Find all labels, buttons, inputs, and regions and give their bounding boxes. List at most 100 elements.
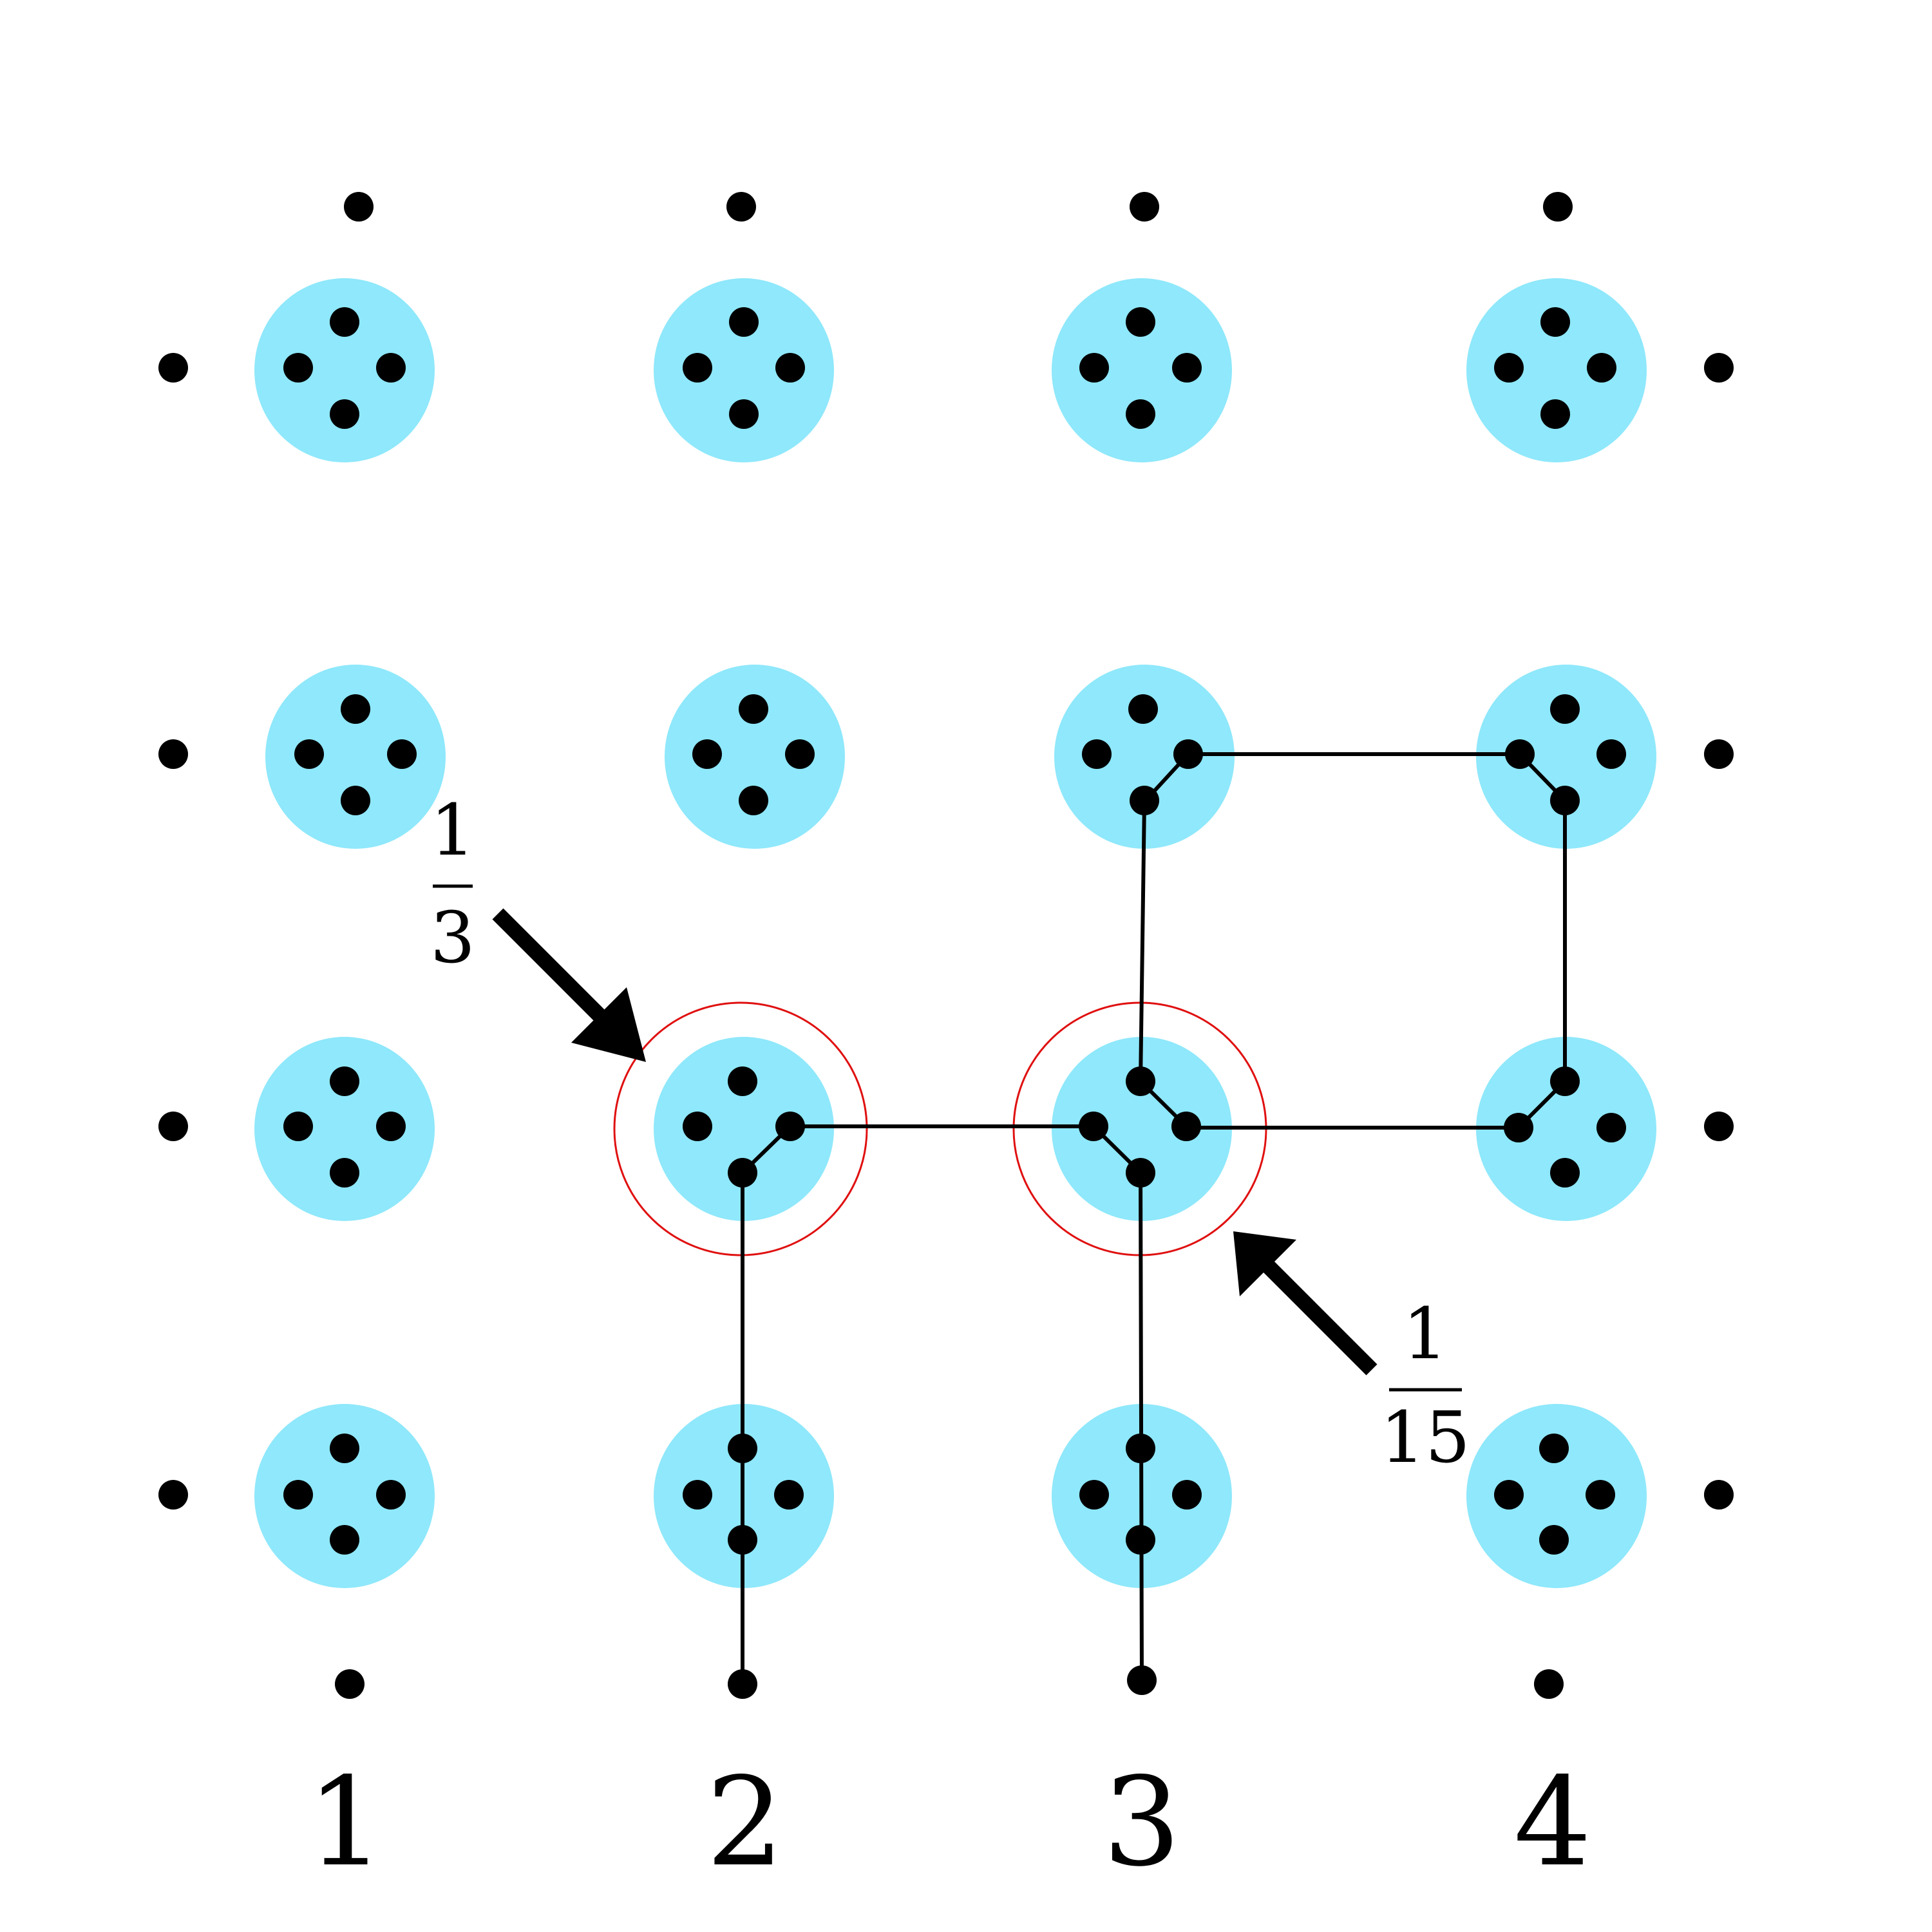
dot — [1704, 1112, 1734, 1141]
dot — [1505, 739, 1535, 769]
dot — [1596, 739, 1626, 769]
dot — [376, 1480, 406, 1510]
node-r3-c2 — [654, 1037, 834, 1221]
node-r4-c4 — [1466, 1404, 1647, 1588]
node-r2-c1 — [265, 665, 446, 849]
dot — [1130, 786, 1159, 815]
dot — [330, 307, 359, 337]
dot — [341, 786, 370, 815]
dot — [726, 192, 756, 222]
dot — [728, 1066, 757, 1096]
node-r3-c4 — [1476, 1037, 1656, 1221]
edge-c3-lower-vertical — [1139, 1171, 1144, 1682]
dot — [1550, 786, 1580, 815]
dot — [1126, 399, 1155, 429]
node-r1-c3 — [1052, 278, 1232, 462]
dot — [1172, 353, 1202, 383]
dot — [683, 1480, 712, 1510]
dot — [1130, 192, 1159, 222]
dot — [1126, 1158, 1155, 1188]
dot — [283, 1480, 313, 1510]
arrow-head — [571, 987, 646, 1062]
dot — [344, 192, 374, 222]
dot — [158, 739, 188, 769]
dot — [728, 1434, 757, 1463]
dot — [774, 1480, 804, 1510]
dot — [683, 353, 712, 383]
dot — [1128, 694, 1158, 724]
dot — [1587, 353, 1616, 383]
dot — [1127, 1665, 1157, 1695]
dot — [330, 1158, 359, 1188]
dot — [775, 1112, 805, 1141]
arrow-left-annotation — [492, 908, 646, 1062]
dot — [294, 739, 324, 769]
dot — [1079, 1112, 1108, 1141]
dot — [692, 739, 722, 769]
dot — [330, 1434, 359, 1463]
dot — [283, 353, 313, 383]
node-r2-c3 — [1054, 665, 1235, 849]
dot — [1596, 1113, 1626, 1142]
dot — [1704, 739, 1734, 769]
fraction-right: 1 15 — [1380, 1293, 1470, 1479]
arrow-shaft — [492, 908, 616, 1032]
node-r2-c2 — [665, 665, 845, 849]
dot — [1494, 1480, 1524, 1510]
dot — [1550, 1066, 1580, 1096]
dot — [1126, 1066, 1155, 1096]
dot — [729, 399, 759, 429]
dot — [330, 1066, 359, 1096]
dot — [387, 739, 417, 769]
dot — [1534, 1669, 1564, 1699]
dot — [158, 353, 188, 383]
dot — [1126, 1525, 1155, 1555]
node-r3-c1 — [254, 1037, 435, 1221]
dot — [376, 353, 406, 383]
dot — [341, 694, 370, 724]
dot — [1539, 1525, 1569, 1555]
dot — [785, 739, 815, 769]
dot — [728, 1525, 757, 1555]
dot — [1079, 1480, 1109, 1510]
node-r4-c1 — [254, 1404, 435, 1588]
dot — [158, 1112, 188, 1141]
node-r1-c4 — [1466, 278, 1647, 462]
edge-c3-upper-vertical — [1139, 800, 1146, 1083]
arrow-head — [1233, 1231, 1296, 1296]
dot — [1540, 307, 1570, 337]
dot — [729, 307, 759, 337]
dot — [1079, 353, 1109, 383]
inner-dots — [283, 307, 1626, 1555]
dot — [376, 1112, 406, 1141]
dot — [1540, 399, 1570, 429]
node-r1-c1 — [254, 278, 435, 462]
node-r1-c2 — [654, 278, 834, 462]
dot — [1171, 1112, 1201, 1141]
fraction-left-numerator: 1 — [430, 789, 475, 871]
dot — [158, 1480, 188, 1510]
column-labels: 1 2 3 4 — [307, 1751, 1592, 1893]
column-label-3: 3 — [1103, 1751, 1181, 1893]
arrow-right-annotation — [1233, 1231, 1378, 1376]
dot — [1126, 1434, 1155, 1463]
dot — [1504, 1113, 1533, 1142]
fraction-right-numerator: 1 — [1403, 1293, 1448, 1375]
column-label-1: 1 — [307, 1751, 385, 1893]
dot — [739, 786, 768, 815]
column-label-2: 2 — [706, 1751, 784, 1893]
dot — [728, 1158, 757, 1188]
node-r3-c3 — [1052, 1037, 1232, 1221]
dot — [1704, 353, 1734, 383]
dot — [330, 399, 359, 429]
dot — [739, 694, 768, 724]
boundary-dots — [158, 192, 1734, 1699]
dot — [1172, 1480, 1202, 1510]
dot — [1586, 1480, 1615, 1510]
dot — [1082, 739, 1112, 769]
dot — [1173, 739, 1203, 769]
dot — [1539, 1434, 1569, 1463]
dot — [728, 1669, 757, 1699]
dot — [1494, 353, 1524, 383]
